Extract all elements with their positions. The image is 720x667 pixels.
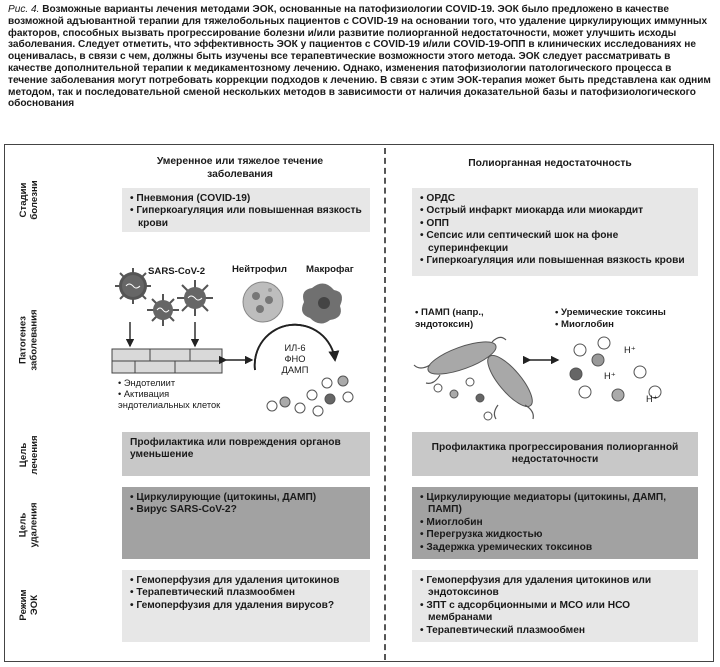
figure-caption: Рис. 4. Возможные варианты лечения метод… [8,4,712,110]
endothelium-icon [111,348,223,374]
left-mode-box: Гемоперфузия для удаления цитокиновТерап… [122,570,370,642]
left-target-box: Циркулирующие (цитокины, ДАМП)Вирус SARS… [122,487,370,559]
toxin-particles [569,336,662,402]
hydrogen-ion-label: H⁺ [604,371,616,381]
diagram-frame [4,144,714,662]
column-divider [384,148,386,660]
neutrophil-icon [242,281,284,323]
macrophage-icon [302,283,342,324]
toxins-label: • Уремические токсины• Миоглобин [555,307,666,330]
figure-label: Рис. 4. [8,4,40,15]
hydrogen-ion-label: H⁺ [646,394,658,404]
pamp-label: • ПАМП (напр., эндотоксин) [415,307,484,330]
cytokine-cycle-icon [253,323,340,371]
neutrophil-label: Нейтрофил [232,264,287,275]
left-stage-box: Пневмония (COVID-19)Гиперкоагуляция или … [122,188,370,232]
left-column-header: Умеренное или тяжелое течение заболевани… [156,156,324,180]
virus-icon [147,294,179,326]
cytokine-particles [266,375,354,417]
pamp-particles [433,377,493,421]
virus-icon [115,268,151,304]
right-goal-box: Профилактика прогрессирования полиорганн… [412,432,698,476]
right-column-header: Полиорганная недостаточность [468,158,632,169]
right-stage-box: ОРДСОстрый инфаркт миокарда или миокарди… [412,188,698,276]
virus-icon [177,280,213,316]
right-target-box: Циркулирующие медиаторы (цитокины, ДАМП,… [412,487,698,559]
left-goal-box: Профилактика или повреждения органов уме… [122,432,370,476]
hydrogen-ion-label: H⁺ [624,345,636,355]
caption-text: Возможные варианты лечения методами ЭОК,… [8,4,711,110]
virus-label: SARS-CoV-2 [148,266,206,277]
bacteria-icon [413,336,534,420]
macrophage-label: Макрофаг [306,264,354,275]
right-mode-box: Гемоперфузия для удаления цитокинов или … [412,570,698,642]
